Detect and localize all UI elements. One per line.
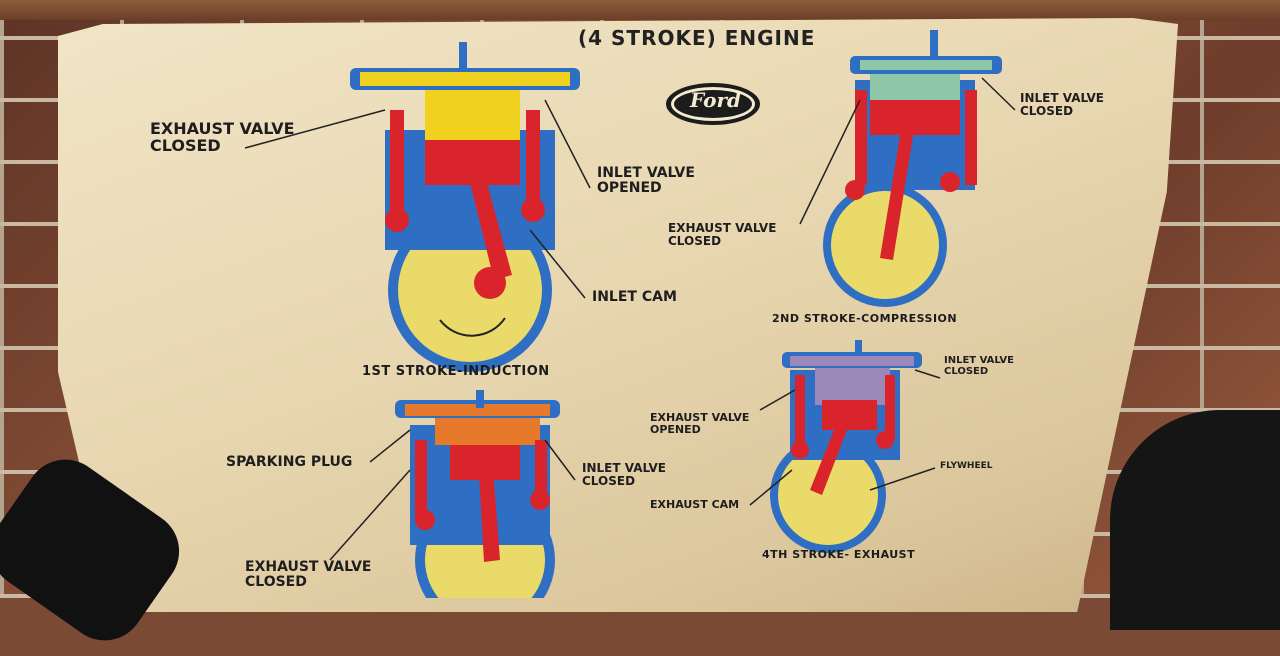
leader-lines <box>244 77 1016 561</box>
stage-1-title: 1ST STROKE-INDUCTION <box>362 364 550 379</box>
engine-poster <box>58 18 1178 612</box>
s1-exhaust-valve-label: EXHAUST VALVE CLOSED <box>150 119 295 155</box>
s3-exhaust-valve-label: EXHAUST VALVE CLOSED <box>245 559 372 590</box>
s2-inlet-valve-label: INLET VALVE CLOSED <box>1020 91 1104 118</box>
poster-title: (4 STROKE) ENGINE <box>578 26 816 50</box>
s4-inlet-valve-label: INLET VALVE CLOSED <box>944 355 1014 377</box>
engine-diagrams <box>244 30 1016 598</box>
stage-4-title: 4TH STROKE- EXHAUST <box>762 548 916 561</box>
s1-inlet-cam-label: INLET CAM <box>592 289 677 305</box>
s4-flywheel-label: FLYWHEEL <box>940 461 993 471</box>
stage-2-title: 2ND STROKE-COMPRESSION <box>772 312 958 325</box>
wooden-frame <box>0 0 1280 20</box>
ford-logo-text: Ford <box>690 88 741 112</box>
exhaust-engine <box>770 340 922 553</box>
s4-exhaust-cam-label: EXHAUST CAM <box>650 498 740 511</box>
induction-engine <box>350 42 580 372</box>
ford-logo <box>666 83 760 125</box>
compression-engine <box>823 30 1002 307</box>
s4-exhaust-valve-label: EXHAUST VALVE OPENED <box>650 411 750 436</box>
s3-sparking-plug-label: SPARKING PLUG <box>226 454 353 470</box>
ignition-engine <box>395 390 560 598</box>
black-seat-right <box>1110 410 1280 630</box>
s2-exhaust-valve-label: EXHAUST VALVE CLOSED <box>668 221 777 248</box>
s3-inlet-valve-label: INLET VALVE CLOSED <box>582 461 666 488</box>
s1-inlet-valve-label: INLET VALVE OPENED <box>597 165 695 196</box>
